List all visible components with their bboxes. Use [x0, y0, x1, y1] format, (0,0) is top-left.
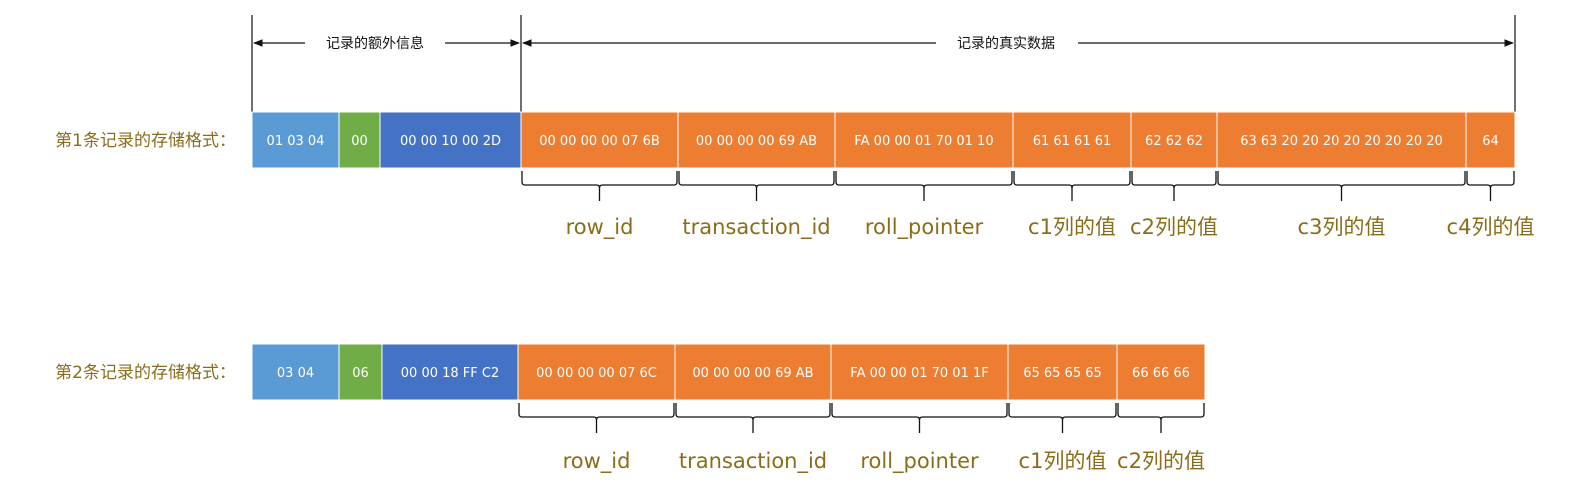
field-label: c2列的值 [1117, 449, 1205, 473]
field-brace [521, 171, 678, 201]
byte-cell-text: 63 63 20 20 20 20 20 20 20 20 [1240, 134, 1443, 149]
byte-cell-text: 00 00 00 00 07 6B [539, 134, 660, 149]
record-label: 第2条记录的存储格式： [55, 363, 236, 383]
field-brace [1117, 403, 1205, 433]
byte-cell-text: 00 [351, 134, 368, 149]
byte-cell [1216, 111, 1467, 169]
byte-cell [251, 111, 340, 169]
byte-cell [251, 343, 340, 401]
byte-cell-text: 61 61 61 61 [1033, 134, 1112, 149]
byte-cell-text: 00 00 18 FF C2 [401, 366, 499, 381]
field-label: c2列的值 [1130, 215, 1218, 239]
field-brace [831, 403, 1008, 433]
field-brace [1217, 171, 1466, 201]
field-brace [1466, 171, 1515, 201]
byte-cell-text: 66 66 66 [1132, 366, 1190, 381]
record-1: 第1条记录的存储格式： 01 03 04 00 00 00 10 00 2D 00 00… [55, 111, 1535, 240]
byte-cell [1465, 111, 1516, 169]
byte-cell [677, 111, 836, 169]
field-label: roll_pointer [860, 449, 979, 474]
field-brace [678, 171, 835, 201]
header-dimensions: 记录的额外信息 记录的真实数据 [251, 15, 1516, 112]
byte-cell [381, 343, 519, 401]
byte-cell-text: 62 62 62 [1145, 134, 1203, 149]
field-brace [518, 403, 675, 433]
field-label: row_id [566, 215, 634, 240]
byte-cell-text: 64 [1482, 134, 1499, 149]
field-label: transaction_id [682, 215, 830, 240]
field-label: transaction_id [679, 449, 827, 474]
real-data-label: 记录的真实数据 [957, 36, 1055, 52]
field-brace [835, 171, 1013, 201]
byte-cell-text: FA 00 00 01 70 01 1F [850, 366, 988, 381]
field-brace [1008, 403, 1117, 433]
field-label: c3列的值 [1298, 215, 1386, 239]
byte-cell-text: 00 00 00 00 07 6C [536, 366, 657, 381]
field-label: c1列的值 [1028, 215, 1116, 239]
byte-cell [834, 111, 1014, 169]
byte-cell-text: 01 03 04 [267, 134, 325, 149]
byte-cell-text: 06 [352, 366, 369, 381]
byte-cell [1007, 343, 1118, 401]
field-label: row_id [563, 449, 631, 474]
extra-info-label: 记录的额外信息 [326, 35, 424, 52]
byte-cell-text: FA 00 00 01 70 01 10 [854, 134, 993, 149]
field-label: c1列的值 [1019, 449, 1107, 473]
byte-cell [830, 343, 1009, 401]
field-brace [1013, 171, 1131, 201]
record-label: 第1条记录的存储格式： [55, 131, 236, 151]
byte-cell [520, 111, 679, 169]
byte-cell [674, 343, 832, 401]
field-brace [1131, 171, 1217, 201]
byte-cell-text: 00 00 00 00 69 AB [692, 366, 813, 381]
field-brace [675, 403, 831, 433]
byte-cell [338, 111, 381, 169]
byte-cell [517, 343, 676, 401]
record-2: 第2条记录的存储格式： 03 04 06 00 00 18 FF C2 00 00 00… [55, 343, 1206, 474]
byte-cell-text: 00 00 00 00 69 AB [696, 134, 817, 149]
byte-cell-text: 00 00 10 00 2D [400, 134, 501, 149]
field-label: roll_pointer [865, 215, 984, 240]
byte-cell [1116, 343, 1206, 401]
field-label: c4列的值 [1447, 215, 1535, 239]
byte-cell [379, 111, 522, 169]
byte-cell-text: 03 04 [277, 366, 314, 381]
records-layer: 第1条记录的存储格式： 01 03 04 00 00 00 10 00 2D 00 00… [55, 111, 1535, 474]
byte-cell-text: 65 65 65 65 [1023, 366, 1102, 381]
